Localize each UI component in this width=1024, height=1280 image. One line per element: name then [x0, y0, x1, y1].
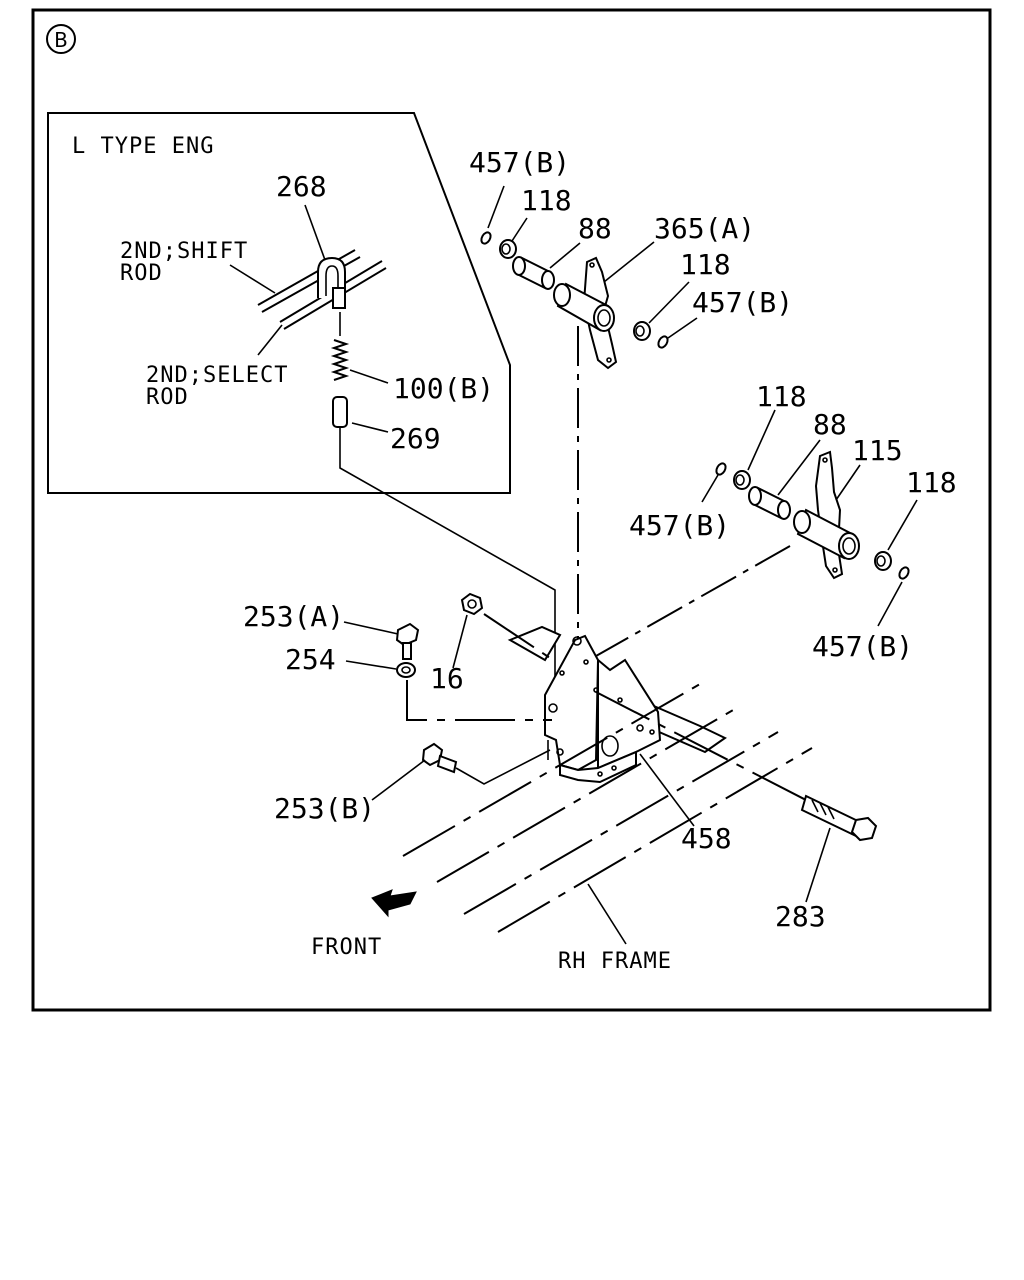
- part-283-bolt: 283: [595, 691, 878, 933]
- part-118-lower-right: [874, 551, 892, 571]
- part-253a-bolt: 253(A): [243, 600, 420, 660]
- callout-16: 16: [430, 662, 464, 695]
- part-457b-lower-right: [898, 566, 910, 580]
- label-shift-rod-2: ROD: [120, 261, 163, 286]
- inset-border: [47, 112, 511, 494]
- part-88-lower: [748, 486, 791, 520]
- callout-283: 283: [775, 900, 826, 933]
- lower-lever-axis-line: [595, 545, 791, 657]
- section-mark: B: [46, 24, 76, 54]
- part-88-upper: [512, 256, 555, 290]
- part-457b-upper-left: [480, 231, 492, 245]
- part-118-upper-left: [499, 239, 517, 259]
- rh-frame-lines: [402, 683, 813, 945]
- part-118-upper-right: [633, 321, 651, 341]
- callout-254: 254: [285, 643, 336, 676]
- inset-l-type-eng: L TYPE ENG 26: [47, 112, 511, 494]
- part-100b-spring: [330, 312, 350, 381]
- part-16-nut: 16: [430, 592, 557, 695]
- label-select-rod-1: 2ND;SELECT: [146, 363, 288, 388]
- part-457b-upper-right: [657, 335, 669, 349]
- part-115-lever: [793, 450, 860, 580]
- callout-365a: 365(A): [654, 212, 755, 245]
- label-rh-frame: RH FRAME: [558, 949, 672, 974]
- callout-253b: 253(B): [274, 792, 375, 825]
- callout-457b-upper-right: 457(B): [692, 286, 793, 319]
- pin-leader-line: [339, 462, 556, 705]
- part-253b-bolt: 253(B): [274, 742, 551, 825]
- section-mark-letter: B: [54, 28, 68, 52]
- part-268-yoke: [317, 256, 346, 309]
- callout-118-lower-right: 118: [906, 466, 957, 499]
- front-arrow-icon: [371, 889, 417, 918]
- part-458-bracket: [507, 625, 727, 784]
- part-365a-lever: [553, 256, 618, 370]
- callout-457b-upper-left: 457(B): [469, 146, 570, 179]
- upper-lever-assembly: 457(B) 118 88 365(A) 118 457(B): [469, 146, 793, 370]
- callout-253a: 253(A): [243, 600, 344, 633]
- callout-268: 268: [276, 170, 327, 203]
- label-front: FRONT: [311, 935, 382, 960]
- callout-457b-lower-right: 457(B): [812, 630, 913, 663]
- callout-100b: 100(B): [393, 372, 494, 405]
- inset-title: L TYPE ENG: [72, 134, 214, 159]
- callout-458: 458: [681, 822, 732, 855]
- lower-lever-assembly: 118 88 115 118 457(B) 457(B): [629, 380, 957, 663]
- callout-118-lower-left: 118: [756, 380, 807, 413]
- callout-457b-lower-left: 457(B): [629, 509, 730, 542]
- label-select-rod-2: ROD: [146, 385, 189, 410]
- part-118-lower-left: [733, 470, 751, 490]
- part-269-pin: [332, 396, 348, 462]
- callout-269: 269: [390, 422, 441, 455]
- callout-115: 115: [852, 434, 903, 467]
- callout-88-upper: 88: [578, 212, 612, 245]
- callout-118-upper-left: 118: [521, 184, 572, 217]
- outer-frame: [31, 8, 992, 1012]
- part-457b-lower-left: [715, 462, 727, 476]
- part-254-washer: 254: [285, 643, 416, 678]
- callout-118-upper-right: 118: [680, 248, 731, 281]
- callout-88-lower: 88: [813, 408, 847, 441]
- bolt-253a-leader-line: [406, 680, 552, 721]
- label-shift-rod-1: 2ND;SHIFT: [120, 239, 248, 264]
